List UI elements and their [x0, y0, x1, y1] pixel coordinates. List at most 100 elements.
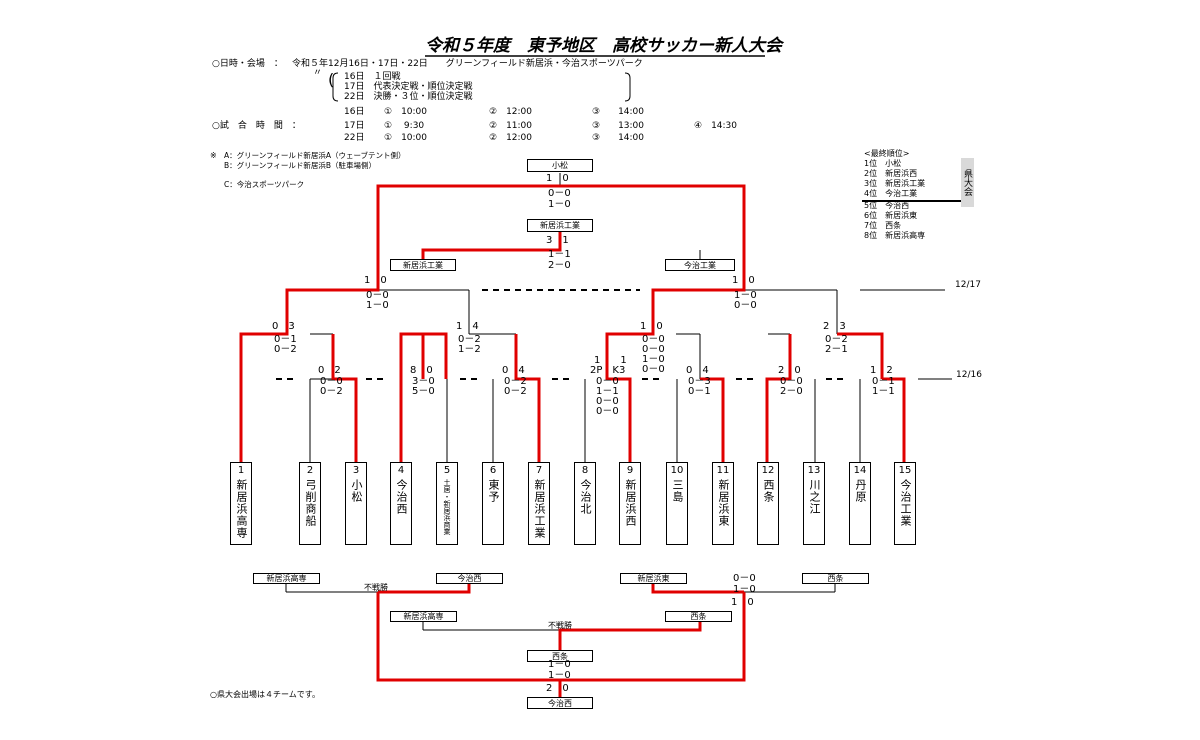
third-score: 3 1: [546, 235, 569, 246]
team-1-name: 新居浜高専: [235, 479, 248, 539]
r1a-score: 0 2: [318, 365, 341, 376]
team-12-number: 12: [761, 465, 775, 476]
consolation-b-right1: 新居浜東: [620, 573, 687, 584]
fusensho-a: 不戦勝: [364, 583, 388, 592]
team-11: 11 新居浜東: [712, 462, 734, 545]
team-10-number: 10: [670, 465, 684, 476]
champion-box: 小松: [527, 159, 593, 172]
schedule-dates: 令和５年12月16日・17日・22日 グリーンフィールド新居浜・今治スポーツパー…: [292, 59, 643, 69]
b-right-pk: 1 0: [731, 597, 754, 608]
sf-left-score: 1 0: [364, 275, 387, 286]
team-3: 3 小松: [345, 462, 367, 545]
b-right-half1: 0－0: [733, 573, 756, 584]
fusensho-b: 不戦勝: [548, 621, 572, 630]
team-11-number: 11: [716, 465, 730, 476]
r1d-top: 1 1: [594, 355, 627, 366]
date-1217: 12/17: [955, 280, 981, 290]
r1e-half2: 0－1: [688, 386, 711, 397]
schedule-label: ○日時・会場 ：: [212, 59, 283, 69]
r1e-score: 0 4: [686, 365, 709, 376]
qf2-half2: 1－2: [458, 344, 481, 355]
r1f-half1: 0－0: [780, 376, 803, 387]
time-row-17-day: 17日: [344, 121, 365, 131]
team-5-name: 土居・新居浜商業: [443, 479, 451, 535]
team-10: 10 三島: [666, 462, 688, 545]
time-row-17-s3: ③ 13:00: [592, 121, 645, 131]
date-1216: 12/16: [956, 370, 982, 380]
qf3-half1: 0－0: [642, 334, 665, 345]
c-half1: 1－0: [548, 659, 571, 670]
team-7-number: 7: [535, 465, 543, 476]
times-label: ○試 合 時 間 ：: [212, 121, 301, 131]
team-13-name: 川之江: [808, 479, 821, 515]
ranking-1: 1位 小松: [864, 159, 902, 168]
venue-c: C：今治スポーツパーク: [224, 180, 305, 189]
schedule-day22: 22日 決勝・３位・順位決定戦: [344, 92, 473, 102]
team-15-number: 15: [898, 465, 912, 476]
team-3-number: 3: [352, 465, 360, 476]
b-right-half2: 1－0: [733, 584, 756, 595]
qf3-half3: 1－0: [642, 354, 665, 365]
time-row-17-s2: ② 11:00: [489, 121, 533, 131]
team-8-name: 今治北: [579, 479, 592, 515]
ranking-2: 2位 新居浜西: [864, 169, 918, 178]
qf1-score: 0 3: [272, 321, 295, 332]
consolation-c-right: 西条: [665, 611, 732, 622]
time-row-17-s4: ④ 14:30: [694, 121, 738, 131]
team-7-name: 新居浜工業: [533, 479, 546, 539]
page-title: 令和５年度 東予地区 高校サッカー新人大会: [425, 36, 782, 56]
team-10-name: 三島: [671, 479, 684, 503]
team-1-number: 1: [237, 465, 245, 476]
team-5-number: 5: [443, 465, 451, 476]
r1d-half2: 1－1: [596, 386, 619, 397]
team-14-name: 丹原: [854, 479, 867, 503]
qf1-half1: 0－1: [274, 334, 297, 345]
r1d-score: 2P K3: [590, 365, 626, 376]
team-3-name: 小松: [350, 479, 363, 503]
consolation-b-right2: 西条: [802, 573, 869, 584]
r1e-half1: 0－3: [688, 376, 711, 387]
ranking-8: 8位 新居浜高専: [864, 231, 926, 240]
sf-left-half1: 0－0: [366, 290, 389, 301]
c-pk: 2 0: [546, 683, 569, 694]
qf4-half2: 2－1: [825, 344, 848, 355]
consolation-b-left2: 今治西: [436, 573, 503, 584]
ranking-4: 4位 今治工業: [864, 189, 918, 198]
semi-right-loser-box: 今治工業: [665, 259, 735, 271]
qf1-half2: 0－2: [274, 344, 297, 355]
team-9-name: 新居浜西: [624, 479, 637, 527]
final-half1: 0－0: [548, 188, 571, 199]
r1d-half4: 0－0: [596, 406, 619, 417]
qf2-score: 1 4: [456, 321, 479, 332]
consolation-c-left: 新居浜高専: [390, 611, 457, 622]
r1g-half1: 0－1: [872, 376, 895, 387]
r1f-half2: 2－0: [780, 386, 803, 397]
time-row-22-s1: ① 10:00: [384, 133, 428, 143]
ditto-mark: 〃: [313, 68, 323, 78]
team-7: 7 新居浜工業: [528, 462, 550, 545]
qf3-half2: 0－0: [642, 344, 665, 355]
ranking-5: 5位 今治西: [864, 201, 910, 210]
consolation-b-left1: 新居浜高専: [253, 573, 320, 584]
r1c-half1: 0－2: [504, 376, 527, 387]
brace-left: (: [328, 70, 335, 89]
time-row-22-s3: ③ 14:00: [592, 133, 645, 143]
time-row-16-s3: ③ 14:00: [592, 107, 645, 117]
r1d-half1: 0－0: [596, 376, 619, 387]
time-row-16-s1: ① 10:00: [384, 107, 428, 117]
schedule-day17: 17日 代表決定戦・順位決定戦: [344, 82, 473, 92]
team-11-name: 新居浜東: [717, 479, 730, 527]
team-6-name: 東予: [487, 479, 500, 503]
c-half2: 1－0: [548, 670, 571, 681]
team-5: 5 土居・新居浜商業: [436, 462, 458, 545]
time-row-16-s2: ② 12:00: [489, 107, 533, 117]
time-row-22-s2: ② 12:00: [489, 133, 533, 143]
third-place-box: 新居浜工業: [527, 219, 593, 232]
